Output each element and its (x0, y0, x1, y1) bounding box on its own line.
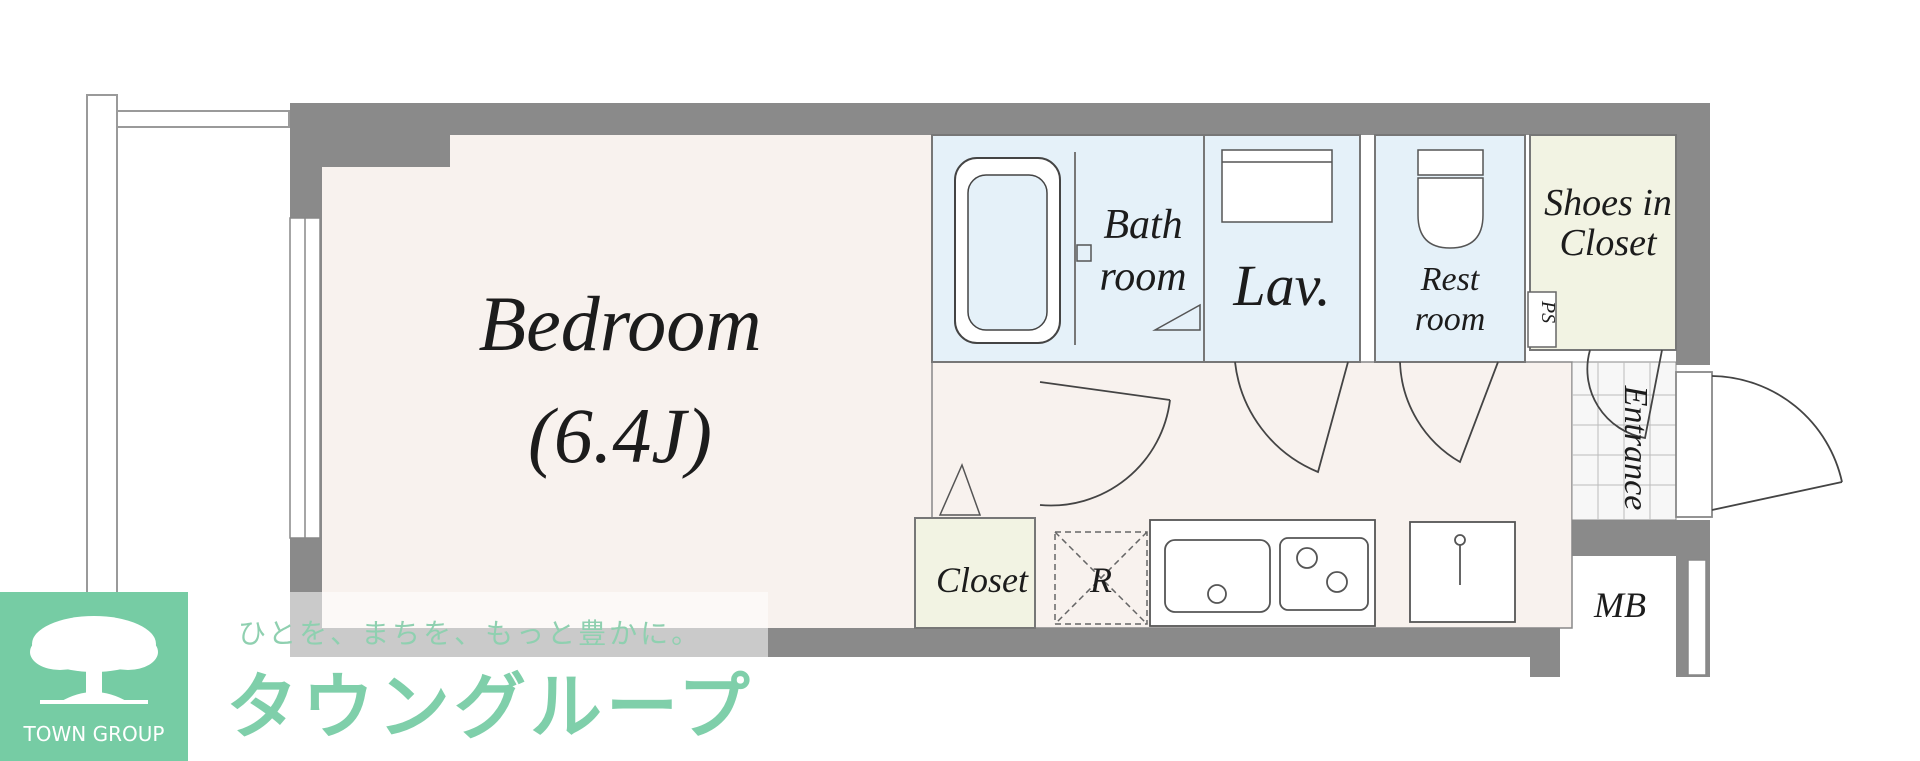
washer-space (1409, 521, 1516, 623)
restroom-label-line1: Rest (1420, 261, 1481, 298)
bedroom-floor-top (450, 135, 932, 167)
bedroom-window (289, 217, 321, 539)
mb-window (1687, 559, 1707, 676)
restroom-label-line2: room (1415, 301, 1486, 338)
entrance-door (1675, 371, 1843, 518)
lavatory-label: Lav. (1232, 253, 1330, 318)
toilet-tank (1417, 149, 1484, 176)
refrigerator-label: R (1089, 560, 1112, 600)
company-name-english: TOWN GROUP (23, 722, 165, 746)
bathroom-label-line2: room (1099, 254, 1186, 300)
company-tagline: ひとを、まちを、もっと豊かに。 (238, 617, 703, 650)
closet-door-mark (938, 462, 982, 516)
bedroom-floor (322, 167, 932, 628)
tree-icon (30, 616, 158, 704)
bedroom-name-label: Bedroom (478, 280, 761, 367)
toilet-bowl (1417, 177, 1484, 249)
kitchen-counter (1149, 519, 1376, 627)
exterior-wall (290, 103, 1710, 606)
bathroom-label-line1: Bath (1103, 202, 1182, 248)
bath-faucet (1076, 244, 1092, 262)
entrance-label: Entrance (1617, 385, 1654, 511)
closet-area (914, 517, 1036, 629)
company-name: タウングループ (226, 665, 754, 749)
watermark-band (188, 592, 768, 662)
balcony (86, 94, 290, 666)
ps-box (1527, 291, 1557, 348)
mb-label: MB (1593, 585, 1646, 625)
interior-doors (1039, 349, 1663, 507)
company-logo: TOWN GROUP (0, 592, 188, 761)
bedroom-size-label: (6.4J) (528, 392, 712, 479)
shoes-closet-label-line2: Closet (1559, 222, 1658, 264)
bathtub-inner (967, 174, 1048, 331)
closet-label: Closet (936, 560, 1029, 600)
refrigerator-space (1054, 531, 1148, 625)
washbasin-counter (1221, 149, 1333, 223)
ps-label: PS (1537, 300, 1559, 323)
bath-door-swing (1152, 303, 1201, 331)
shoes-closet-label-line1: Shoes in (1544, 182, 1672, 224)
